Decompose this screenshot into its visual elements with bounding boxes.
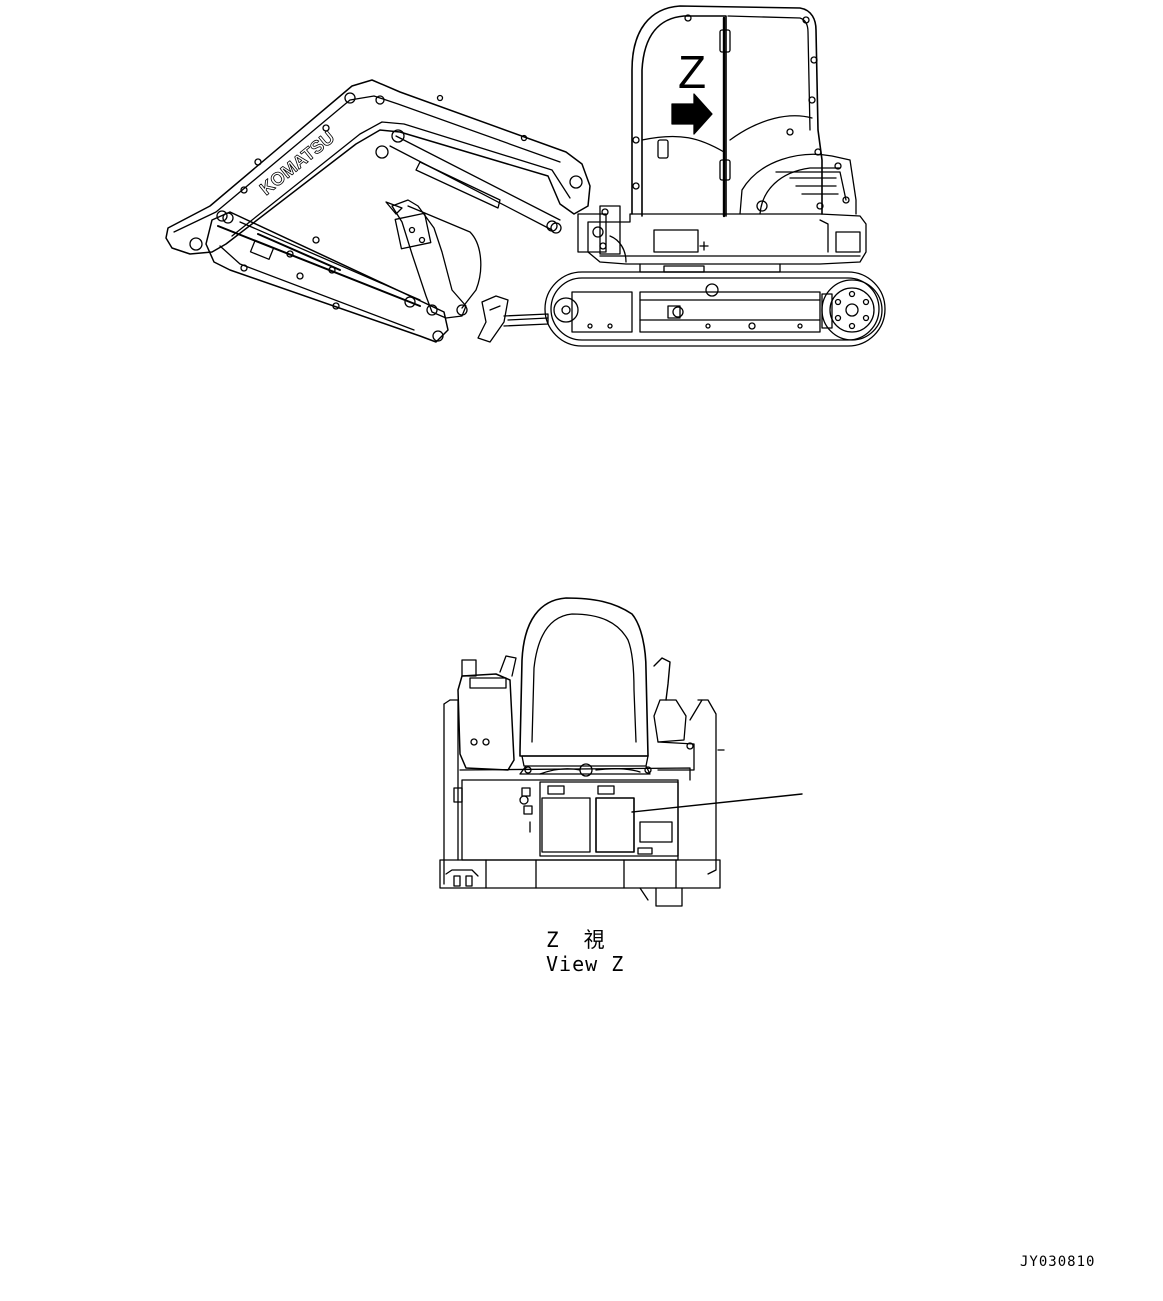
crawler-track: [545, 272, 885, 346]
boom-brand-text: KOMATSU: [256, 127, 338, 199]
dozer-blade: [478, 296, 548, 342]
view-z-caption-en: View Z: [546, 952, 625, 976]
drawing-code: JY030810: [1020, 1254, 1096, 1270]
arm: [206, 212, 448, 342]
view-z-drawing: [440, 598, 802, 906]
boom: KOMATSU: [166, 80, 590, 254]
view-arrow-icon: [672, 94, 712, 134]
view-z-caption-jp: Z 視: [546, 928, 607, 952]
upper-structure: [578, 149, 866, 272]
bucket: [386, 200, 481, 318]
view-z-marker-letter: Z: [678, 46, 706, 98]
callout-leader-line: [632, 794, 802, 812]
operator-cab: Z: [632, 6, 822, 216]
excavator-side-view: Z KOMATSU: [166, 6, 885, 346]
sprocket: [822, 280, 882, 340]
